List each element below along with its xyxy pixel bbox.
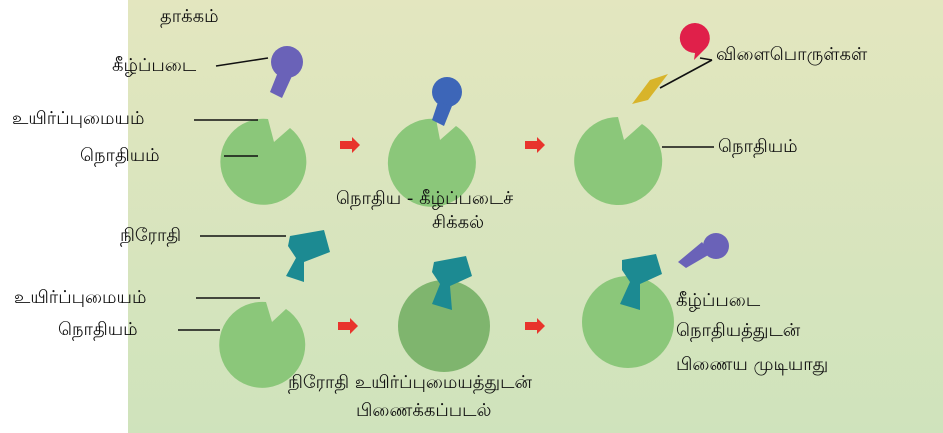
- enzyme-6: [582, 276, 674, 368]
- title-label: தாக்கம்: [160, 6, 219, 27]
- active-site-label-bottom: உயிர்ப்புமையம்: [14, 287, 147, 308]
- enzyme-label-bottom: நொதியம்: [58, 319, 138, 340]
- result-label-line2: நொதியத்துடன்: [676, 320, 801, 341]
- product-red: [679, 23, 710, 60]
- inhibitor-1: [286, 230, 330, 282]
- leader-substrate: [215, 57, 269, 67]
- binding-label-line2: பிணைக்கப்படல்: [356, 400, 492, 421]
- inhibitor-2: [432, 256, 472, 310]
- enzyme-1: [220, 118, 307, 205]
- products-label: விளைபொருள்கள்: [716, 44, 868, 65]
- substrate-free: [703, 233, 729, 259]
- substrate-2-tail: [432, 102, 452, 126]
- enzyme-3: [574, 117, 663, 205]
- substrate-1: [271, 46, 303, 78]
- binding-label-line1: நிரோதி உயிர்ப்புமையத்துடன்: [288, 372, 532, 393]
- enzyme-label-top: நொதியம்: [80, 145, 160, 166]
- inhibitor-label: நிரோதி: [120, 225, 182, 246]
- reaction-arrow-1: [340, 137, 360, 153]
- leader-lines: [178, 57, 714, 331]
- leader-products-yellow: [659, 59, 713, 89]
- enzyme-2: [387, 118, 476, 207]
- substrate-label: கீழ்ப்படை: [112, 55, 197, 76]
- enzyme-5: [398, 280, 490, 372]
- substrate-1-tail: [270, 72, 292, 98]
- complex-label-line2: சிக்கல்: [432, 212, 485, 233]
- result-label-line1: கீழ்ப்படை: [676, 290, 761, 311]
- substrate-free-tail: [678, 242, 710, 268]
- active-site-label-top: உயிர்ப்புமையம்: [12, 108, 145, 129]
- result-label-line3: பிணைய முடியாது: [676, 354, 829, 375]
- leader-products-red: [699, 57, 713, 61]
- enzyme-4: [219, 301, 306, 388]
- inhibitor-3: [620, 254, 662, 310]
- complex-label-line1: நொதிய - கீழ்ப்படைச்: [336, 188, 514, 209]
- product-yellow: [632, 74, 668, 104]
- substrate-2: [432, 77, 462, 107]
- reaction-arrow-4: [525, 318, 545, 334]
- enzyme-label-right: நொதியம்: [718, 136, 798, 157]
- reaction-arrow-3: [338, 318, 358, 334]
- reaction-arrow-2: [525, 137, 545, 153]
